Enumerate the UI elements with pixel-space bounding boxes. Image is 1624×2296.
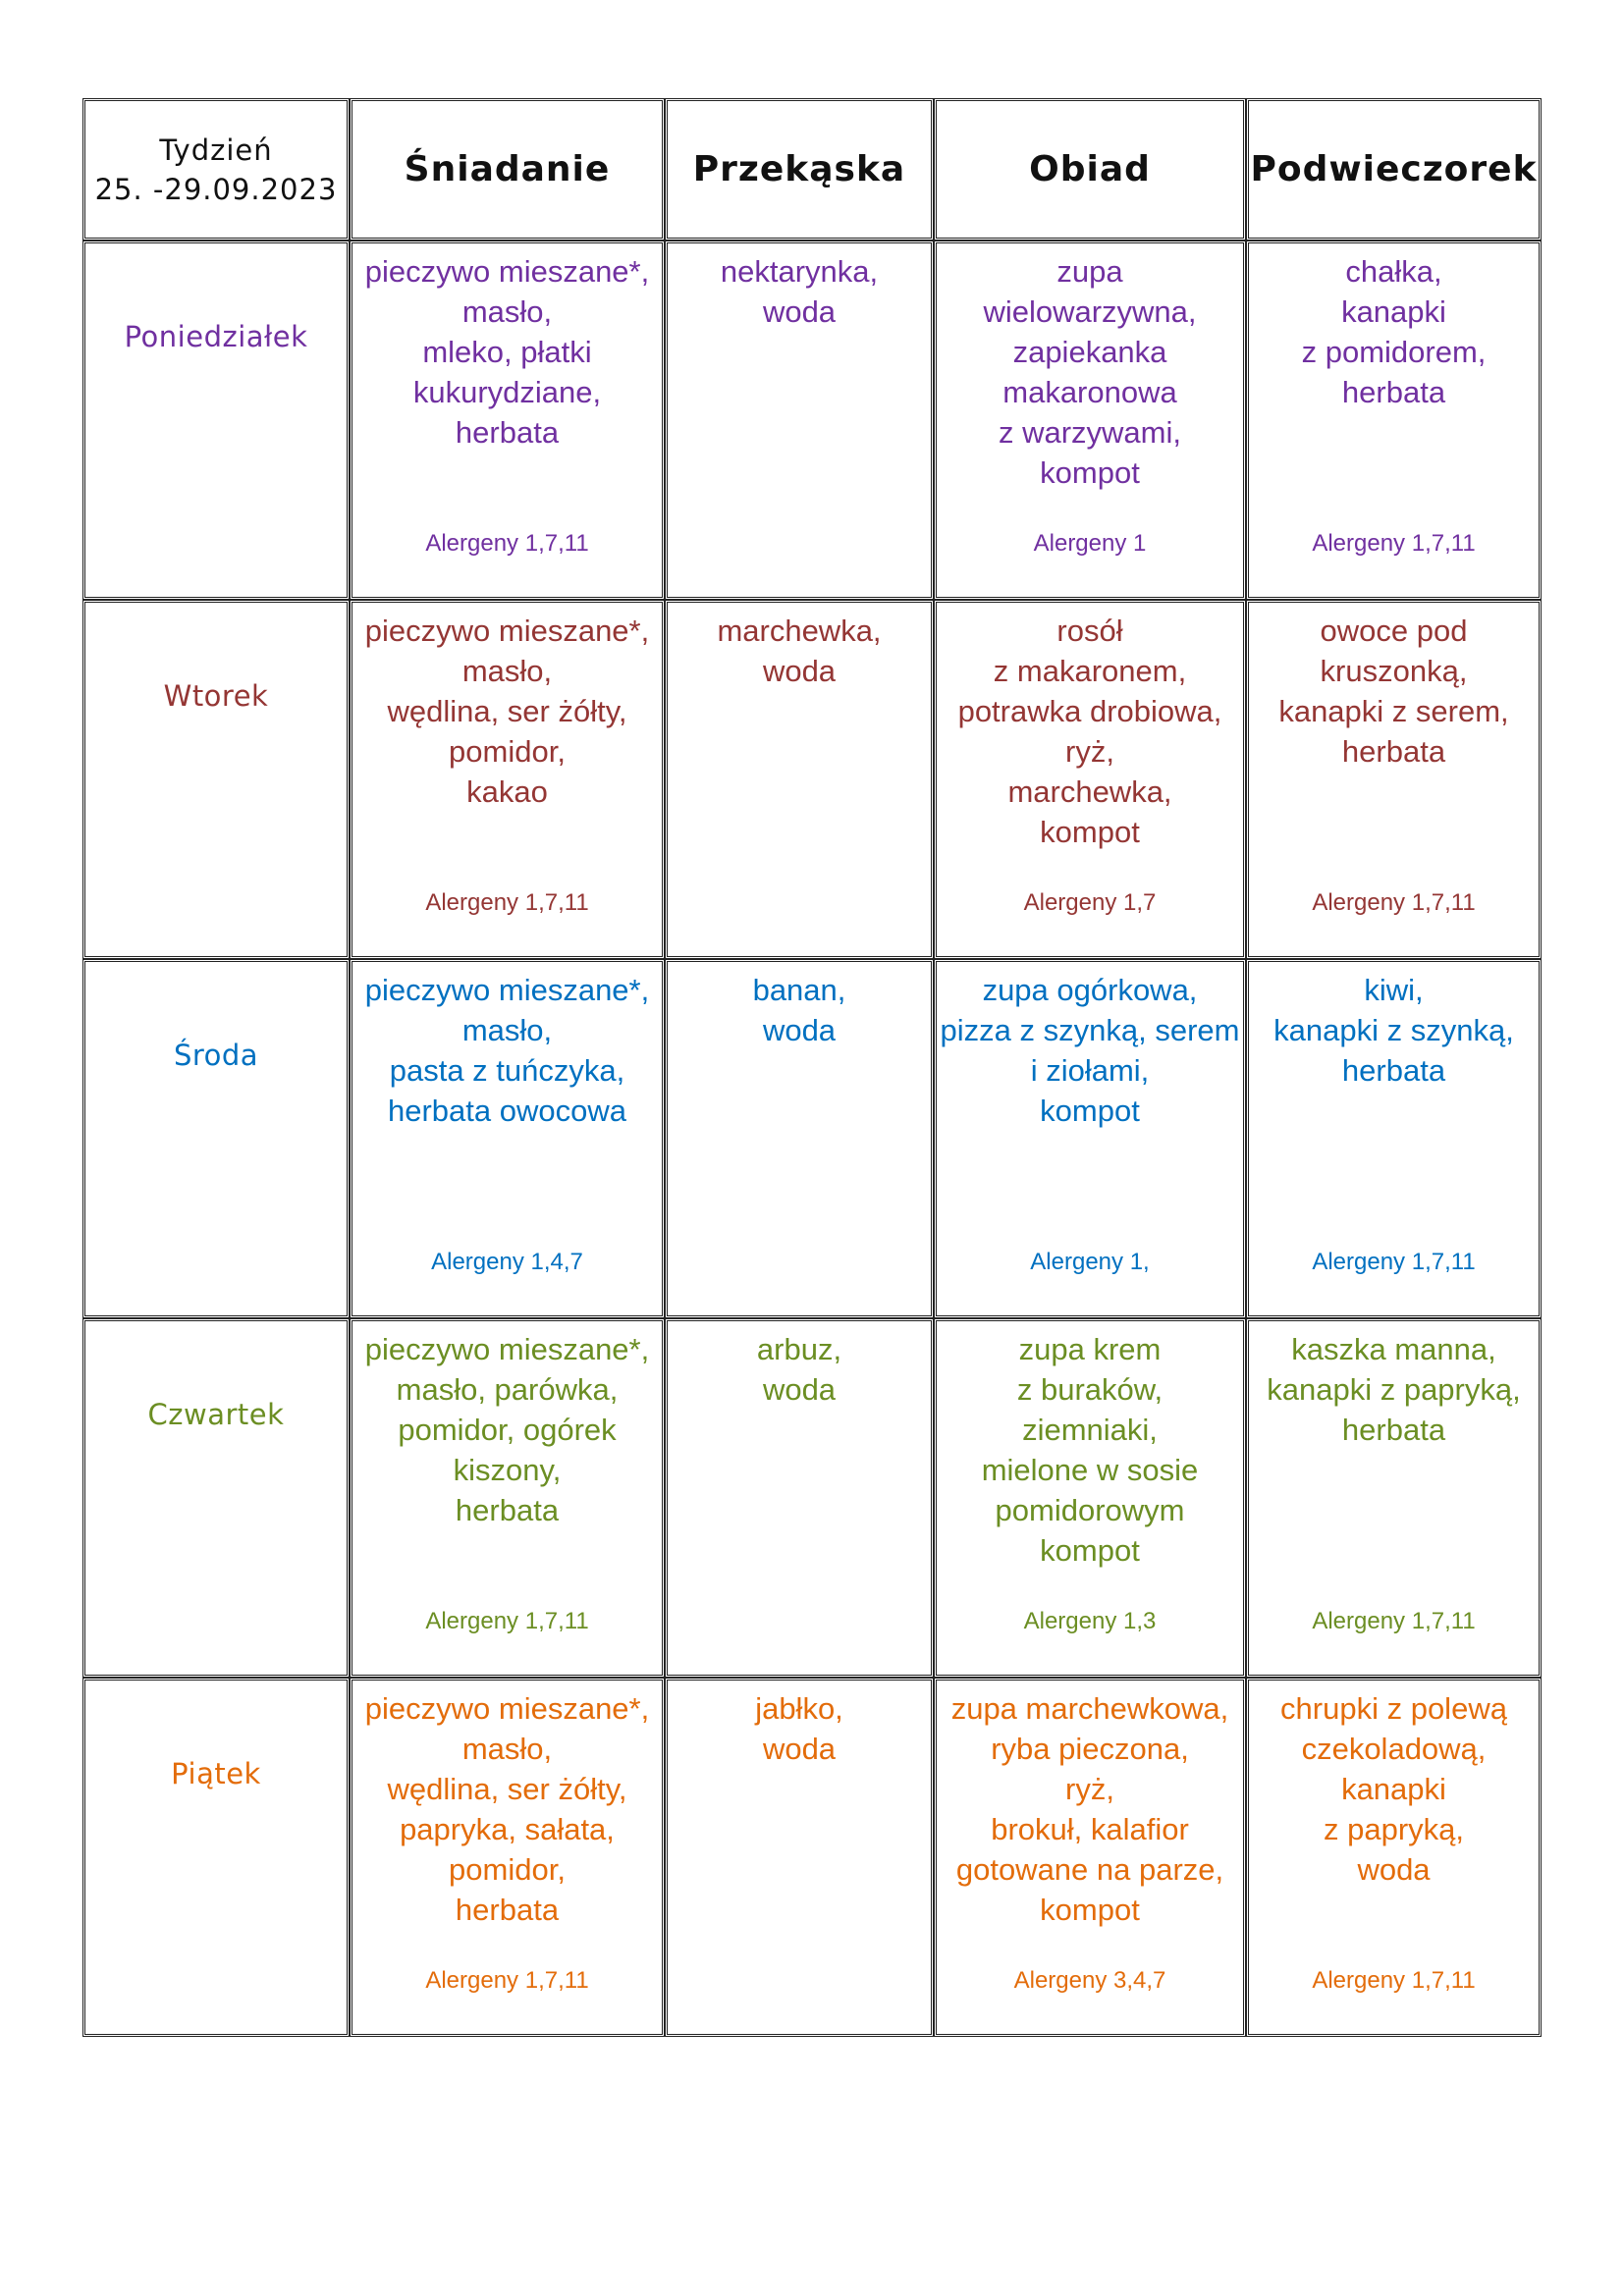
breakfast-menu-text: pieczywo mieszane*, masło, pasta z tuńcz…	[364, 973, 650, 1128]
lunch-menu-text: zupa wielowarzywna, zapiekanka makaronow…	[983, 254, 1197, 490]
lunch-menu-text: zupa krem z buraków, ziemniaki, mielone …	[981, 1332, 1199, 1568]
column-header-lunch: Obiad	[934, 98, 1246, 240]
lunch-cell: rosół z makaronem, potrawka drobiowa, ry…	[934, 600, 1246, 959]
breakfast-cell: pieczywo mieszane*, masło, mleko, płatki…	[350, 240, 665, 600]
lunch-allergens: Alergeny 1,7	[1023, 889, 1157, 916]
tea-allergens: Alergeny 1,7,11	[1312, 1608, 1476, 1634]
lunch-cell: zupa wielowarzywna, zapiekanka makaronow…	[934, 240, 1246, 600]
tea-cell: owoce pod kruszonką, kanapki z serem, he…	[1246, 600, 1542, 959]
snack-cell: marchewka, woda	[665, 600, 934, 959]
day-cell: Czwartek	[82, 1318, 350, 1678]
day-cell: Wtorek	[82, 600, 350, 959]
lunch-menu-text: zupa ogórkowa, pizza z szynką, serem i z…	[940, 973, 1240, 1128]
snack-cell: arbuz, woda	[665, 1318, 934, 1678]
day-cell: Piątek	[82, 1678, 350, 2037]
tea-menu-text: owoce pod kruszonką, kanapki z serem, he…	[1278, 614, 1509, 769]
breakfast-cell: pieczywo mieszane*, masło, parówka, pomi…	[350, 1318, 665, 1678]
tea-cell: kaszka manna, kanapki z papryką, herbata…	[1246, 1318, 1542, 1678]
column-header-afternoon-tea: Podwieczorek	[1246, 98, 1542, 240]
snack-cell: banan, woda	[665, 959, 934, 1318]
day-cell: Poniedziałek	[82, 240, 350, 600]
breakfast-menu-text: pieczywo mieszane*, masło, wędlina, ser …	[364, 1691, 650, 1927]
lunch-allergens: Alergeny 1	[1033, 530, 1147, 557]
snack-menu-text: marchewka, woda	[717, 614, 882, 688]
lunch-allergens: Alergeny 1,	[1030, 1249, 1150, 1275]
breakfast-allergens: Alergeny 1,7,11	[425, 1608, 589, 1634]
breakfast-menu-text: pieczywo mieszane*, masło, wędlina, ser …	[364, 614, 650, 809]
tea-menu-text: chrupki z polewą czekoladową, kanapki z …	[1280, 1691, 1507, 1887]
snack-menu-text: arbuz, woda	[756, 1332, 842, 1407]
lunch-cell: zupa marchewkowa, ryba pieczona, ryż, br…	[934, 1678, 1246, 2037]
day-label: Poniedziałek	[124, 320, 308, 353]
day-label: Środa	[173, 1039, 259, 1072]
tea-allergens: Alergeny 1,7,11	[1312, 1967, 1476, 1994]
breakfast-menu-text: pieczywo mieszane*, masło, mleko, płatki…	[364, 254, 650, 450]
day-label: Czwartek	[147, 1398, 285, 1431]
lunch-allergens: Alergeny 3,4,7	[1013, 1967, 1166, 1994]
snack-menu-text: banan, woda	[752, 973, 846, 1047]
tea-cell: chrupki z polewą czekoladową, kanapki z …	[1246, 1678, 1542, 2037]
menu-row-thursday: Czwartek pieczywo mieszane*, masło, parów…	[82, 1318, 1542, 1678]
tea-allergens: Alergeny 1,7,11	[1312, 889, 1476, 916]
breakfast-allergens: Alergeny 1,7,11	[425, 1967, 589, 1994]
tea-allergens: Alergeny 1,7,11	[1312, 530, 1476, 557]
day-label: Wtorek	[163, 679, 269, 713]
menu-row-tuesday: Wtorek pieczywo mieszane*, masło, wędlina…	[82, 600, 1542, 959]
breakfast-allergens: Alergeny 1,7,11	[425, 889, 589, 916]
week-label: Tydzień	[159, 133, 273, 167]
week-header-cell: Tydzień 25. -29.09.2023	[82, 98, 350, 240]
tea-allergens: Alergeny 1,7,11	[1312, 1249, 1476, 1275]
menu-row-wednesday: Środa pieczywo mieszane*, masło, pasta z …	[82, 959, 1542, 1318]
lunch-menu-text: rosół z makaronem, potrawka drobiowa, ry…	[957, 614, 1222, 849]
snack-menu-text: jabłko, woda	[755, 1691, 843, 1766]
lunch-menu-text: zupa marchewkowa, ryba pieczona, ryż, br…	[950, 1691, 1229, 1927]
lunch-cell: zupa krem z buraków, ziemniaki, mielone …	[934, 1318, 1246, 1678]
breakfast-cell: pieczywo mieszane*, masło, wędlina, ser …	[350, 600, 665, 959]
lunch-allergens: Alergeny 1,3	[1023, 1608, 1157, 1634]
breakfast-cell: pieczywo mieszane*, masło, wędlina, ser …	[350, 1678, 665, 2037]
lunch-cell: zupa ogórkowa, pizza z szynką, serem i z…	[934, 959, 1246, 1318]
column-header-snack: Przekąska	[665, 98, 934, 240]
breakfast-cell: pieczywo mieszane*, masło, pasta z tuńcz…	[350, 959, 665, 1318]
weekly-menu-table: Tydzień 25. -29.09.2023 Śniadanie Przeką…	[82, 98, 1542, 2037]
day-label: Piątek	[171, 1757, 261, 1790]
breakfast-allergens: Alergeny 1,7,11	[425, 530, 589, 557]
tea-menu-text: kaszka manna, kanapki z papryką, herbata	[1267, 1332, 1521, 1447]
snack-cell: jabłko, woda	[665, 1678, 934, 2037]
tea-menu-text: kiwi, kanapki z szynką, herbata	[1273, 973, 1514, 1088]
day-cell: Środa	[82, 959, 350, 1318]
column-header-breakfast: Śniadanie	[350, 98, 665, 240]
menu-row-friday: Piątek pieczywo mieszane*, masło, wędlina…	[82, 1678, 1542, 2037]
header-row: Tydzień 25. -29.09.2023 Śniadanie Przeką…	[82, 98, 1542, 240]
snack-menu-text: nektarynka, woda	[720, 254, 879, 329]
breakfast-menu-text: pieczywo mieszane*, masło, parówka, pomi…	[364, 1332, 650, 1527]
tea-menu-text: chałka, kanapki z pomidorem, herbata	[1301, 254, 1487, 409]
menu-row-monday: Poniedziałek pieczywo mieszane*, masło, m…	[82, 240, 1542, 600]
snack-cell: nektarynka, woda	[665, 240, 934, 600]
breakfast-allergens: Alergeny 1,4,7	[431, 1249, 583, 1275]
week-dates: 25. -29.09.2023	[94, 172, 338, 206]
